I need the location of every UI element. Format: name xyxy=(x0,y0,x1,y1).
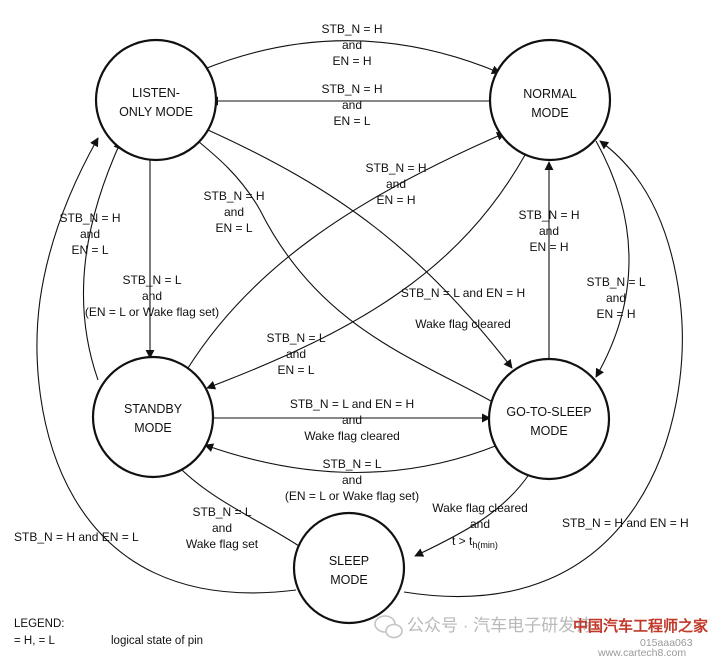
edge-label: STB_N = L xyxy=(192,505,251,519)
edge-listen-to-gts xyxy=(207,129,513,369)
edge-standby-to-normal xyxy=(187,132,506,369)
figure-code: 015aaa063 xyxy=(640,637,693,649)
edge-label: EN = L xyxy=(71,243,108,257)
edge-label: STB_N = L and EN = H xyxy=(401,286,525,300)
edge-label: EN = H xyxy=(376,193,415,207)
edge-label: Wake flag cleared xyxy=(304,429,400,443)
edge-sleep-to-standby xyxy=(175,463,303,549)
node-label: NORMAL xyxy=(523,87,577,101)
edge-label: and xyxy=(224,205,244,219)
node-label: GO-TO-SLEEP xyxy=(506,405,591,419)
edge-label: and xyxy=(539,224,559,238)
edge-gts-to-standby xyxy=(204,443,499,474)
node-standby-mode: STANDBY MODE xyxy=(91,355,215,479)
edge-label: STB_N = L xyxy=(586,275,645,289)
edge-label: (EN = L or Wake flag set) xyxy=(85,305,219,319)
node-go-to-sleep-mode: GO-TO-SLEEP MODE xyxy=(487,357,611,481)
edge-label: and xyxy=(342,98,362,112)
edge-label: EN = H xyxy=(529,240,568,254)
legend-symbols: = H, = L xyxy=(14,635,56,647)
edge-label: STB_N = H xyxy=(203,189,264,203)
watermark: 公众号 · 汽车电子研发诗 中国汽车工程师之家 015aaa063 www.ca… xyxy=(374,615,708,659)
edge-labels: STB_N = H and EN = H STB_N = H and EN = … xyxy=(14,22,689,551)
edge-label: and xyxy=(342,413,362,427)
edge-label: STB_N = L xyxy=(322,457,381,471)
node-normal-mode: NORMAL MODE xyxy=(488,38,612,162)
node-circle xyxy=(94,38,218,162)
edge-label: STB_N = L and EN = H xyxy=(290,397,414,411)
node-sleep-mode: SLEEP MODE xyxy=(292,511,406,625)
edge-label: STB_N = H xyxy=(321,22,382,36)
edge-label: and xyxy=(606,291,626,305)
edge-label: STB_N = H xyxy=(59,211,120,225)
node-label: SLEEP xyxy=(329,554,369,568)
edge-gts-to-listen xyxy=(192,136,499,406)
node-label: STANDBY xyxy=(124,402,183,416)
node-circle xyxy=(91,355,215,479)
edge-label: Wake flag cleared xyxy=(432,501,528,515)
node-label: LISTEN- xyxy=(132,86,180,100)
watermark-text: 公众号 · 汽车电子研发诗 xyxy=(407,616,592,635)
edge-label: and xyxy=(386,177,406,191)
edge-sleep-to-normal xyxy=(403,140,683,598)
edge-normal-to-standby xyxy=(206,154,526,390)
node-circle xyxy=(488,38,612,162)
edge-label: Wake flag set xyxy=(186,537,259,551)
watermark-brand: 中国汽车工程师之家 xyxy=(573,617,708,635)
legend-description: logical state of pin xyxy=(111,635,203,647)
edge-label: STB_N = H xyxy=(518,208,579,222)
edge-label: STB_N = H xyxy=(365,161,426,175)
edges xyxy=(36,40,683,598)
edge-label-subscript: h(min) xyxy=(472,540,498,550)
node-circle xyxy=(292,511,406,625)
node-label: MODE xyxy=(330,573,368,587)
edge-label: Wake flag cleared xyxy=(415,317,511,331)
wechat-icon xyxy=(374,615,403,639)
edge-label: and xyxy=(80,227,100,241)
node-label: MODE xyxy=(530,424,568,438)
legend: LEGEND: = H, = L logical state of pin xyxy=(14,618,203,647)
node-listen-only-mode: LISTEN- ONLY MODE xyxy=(94,38,218,162)
node-label: MODE xyxy=(134,421,172,435)
node-circle xyxy=(487,357,611,481)
edge-label: and xyxy=(470,517,490,531)
edge-label: and xyxy=(342,38,362,52)
edge-label: EN = L xyxy=(215,221,252,235)
edge-label: and xyxy=(342,473,362,487)
edge-label: STB_N = L xyxy=(122,273,181,287)
edge-label: and xyxy=(286,347,306,361)
edge-label: EN = H xyxy=(596,307,635,321)
edge-label: t > th(min) xyxy=(452,534,498,550)
node-label: ONLY MODE xyxy=(119,105,193,119)
node-label: MODE xyxy=(531,106,569,120)
edge-listen-to-normal xyxy=(201,40,501,75)
legend-title: LEGEND: xyxy=(14,618,65,630)
edge-label: STB_N = H xyxy=(321,82,382,96)
watermark-url: www.cartech8.com xyxy=(597,647,686,659)
edge-label: (EN = L or Wake flag set) xyxy=(285,489,419,503)
edge-standby-to-listen xyxy=(82,140,122,381)
edge-label: EN = H xyxy=(332,54,371,68)
edge-label: STB_N = L xyxy=(266,331,325,345)
edge-normal-to-gts xyxy=(595,140,630,378)
edge-label: and xyxy=(212,521,232,535)
edge-label-main: t > t xyxy=(452,534,473,548)
edge-label: STB_N = H and EN = L xyxy=(14,530,139,544)
edge-label: STB_N = H and EN = H xyxy=(562,516,689,530)
edge-sleep-to-listen xyxy=(36,137,297,594)
edge-label: and xyxy=(142,289,162,303)
edge-label: EN = L xyxy=(277,363,314,377)
edge-label: EN = L xyxy=(333,114,370,128)
edge-gts-to-sleep xyxy=(414,472,531,557)
